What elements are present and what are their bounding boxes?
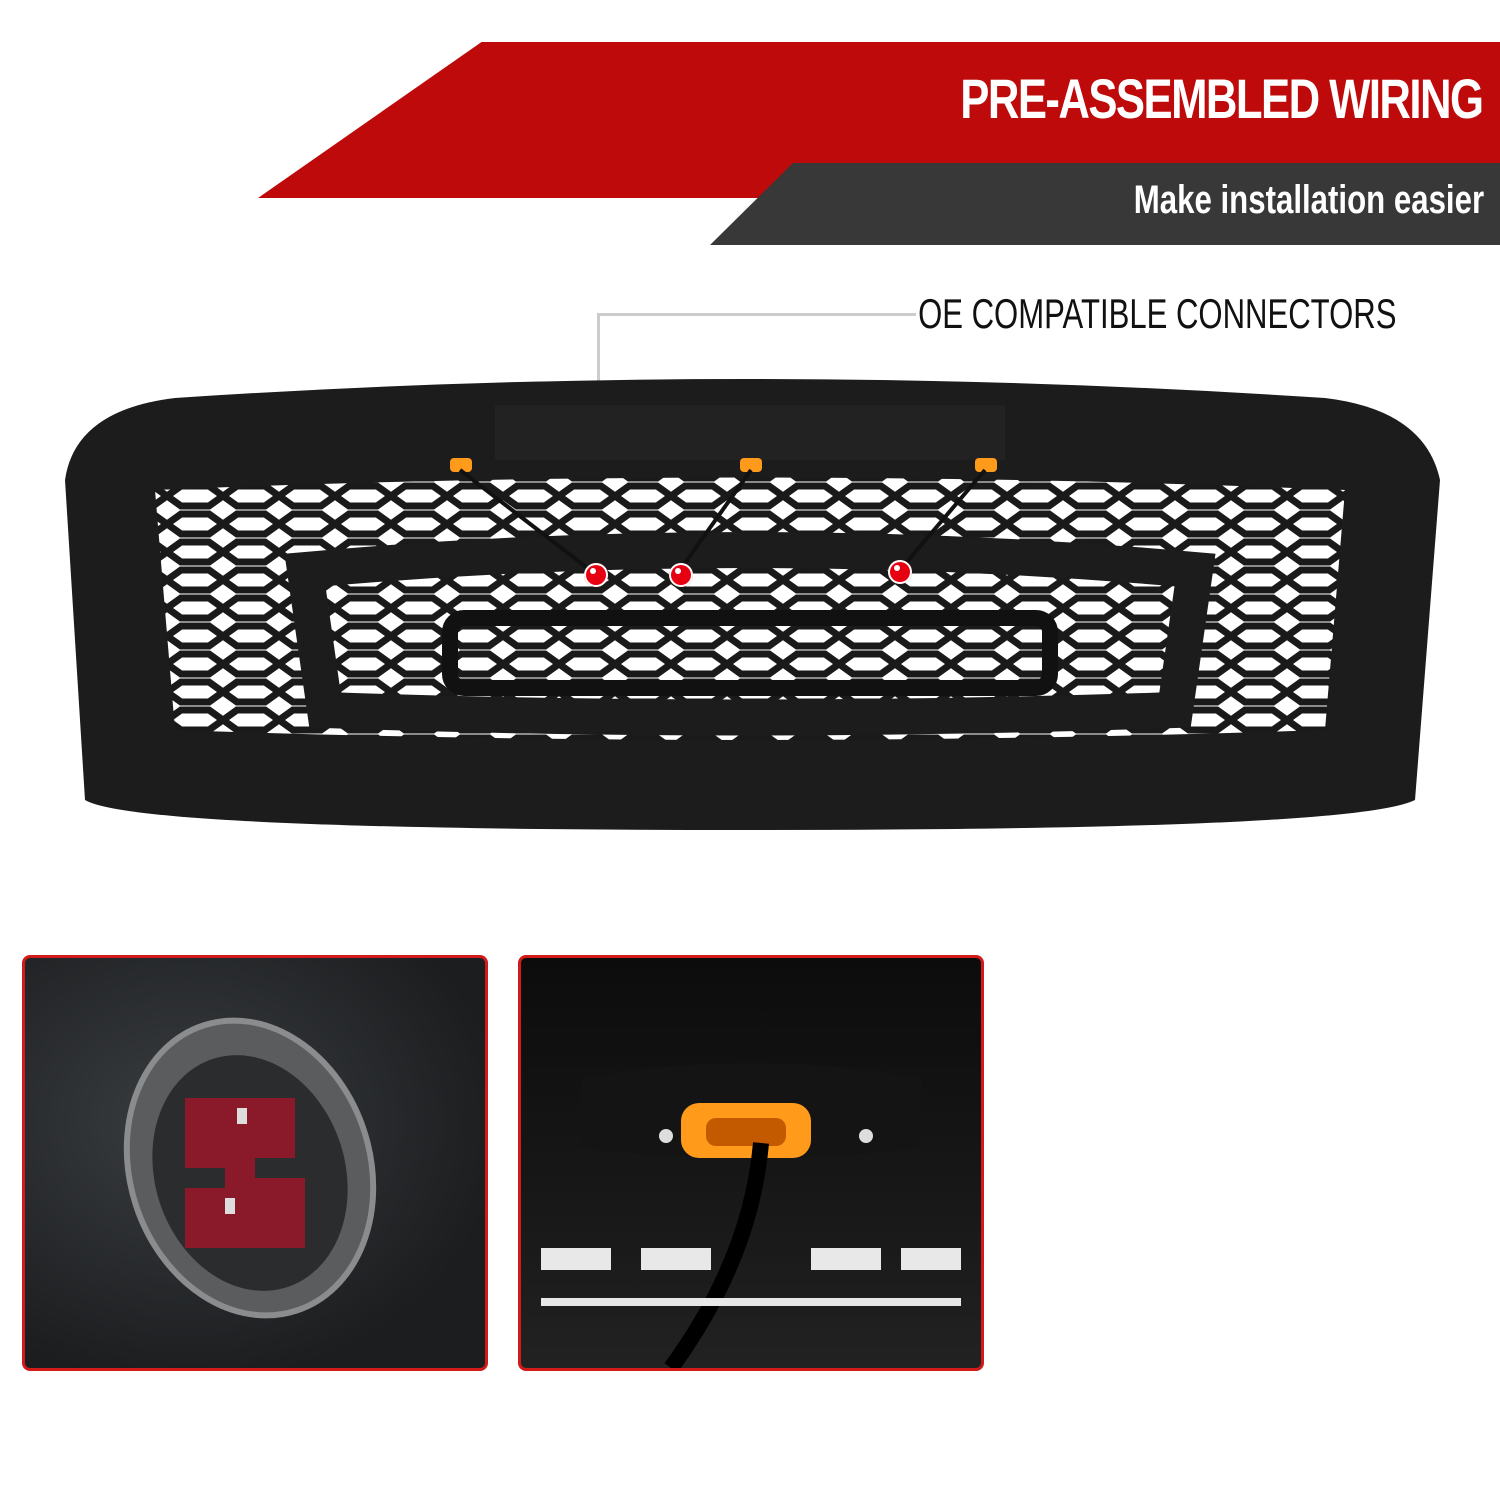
connector-marker [669,563,693,587]
connector-marker [584,563,608,587]
connector-plug-icon [123,1017,377,1319]
callout-leader-line [598,313,916,316]
connector-marker [888,560,912,584]
connector-closeup-panel [22,955,488,1371]
callout-label: OE COMPATIBLE CONNECTORS [917,290,1396,337]
subheadline: Make installation easier [1133,178,1484,222]
grille-image [65,379,1440,830]
headline: PRE-ASSEMBLED WIRING [959,67,1484,130]
marker-light-closeup-panel [518,955,984,1371]
amber-light-icon [541,1063,961,1368]
subtitle-banner [710,163,1500,245]
